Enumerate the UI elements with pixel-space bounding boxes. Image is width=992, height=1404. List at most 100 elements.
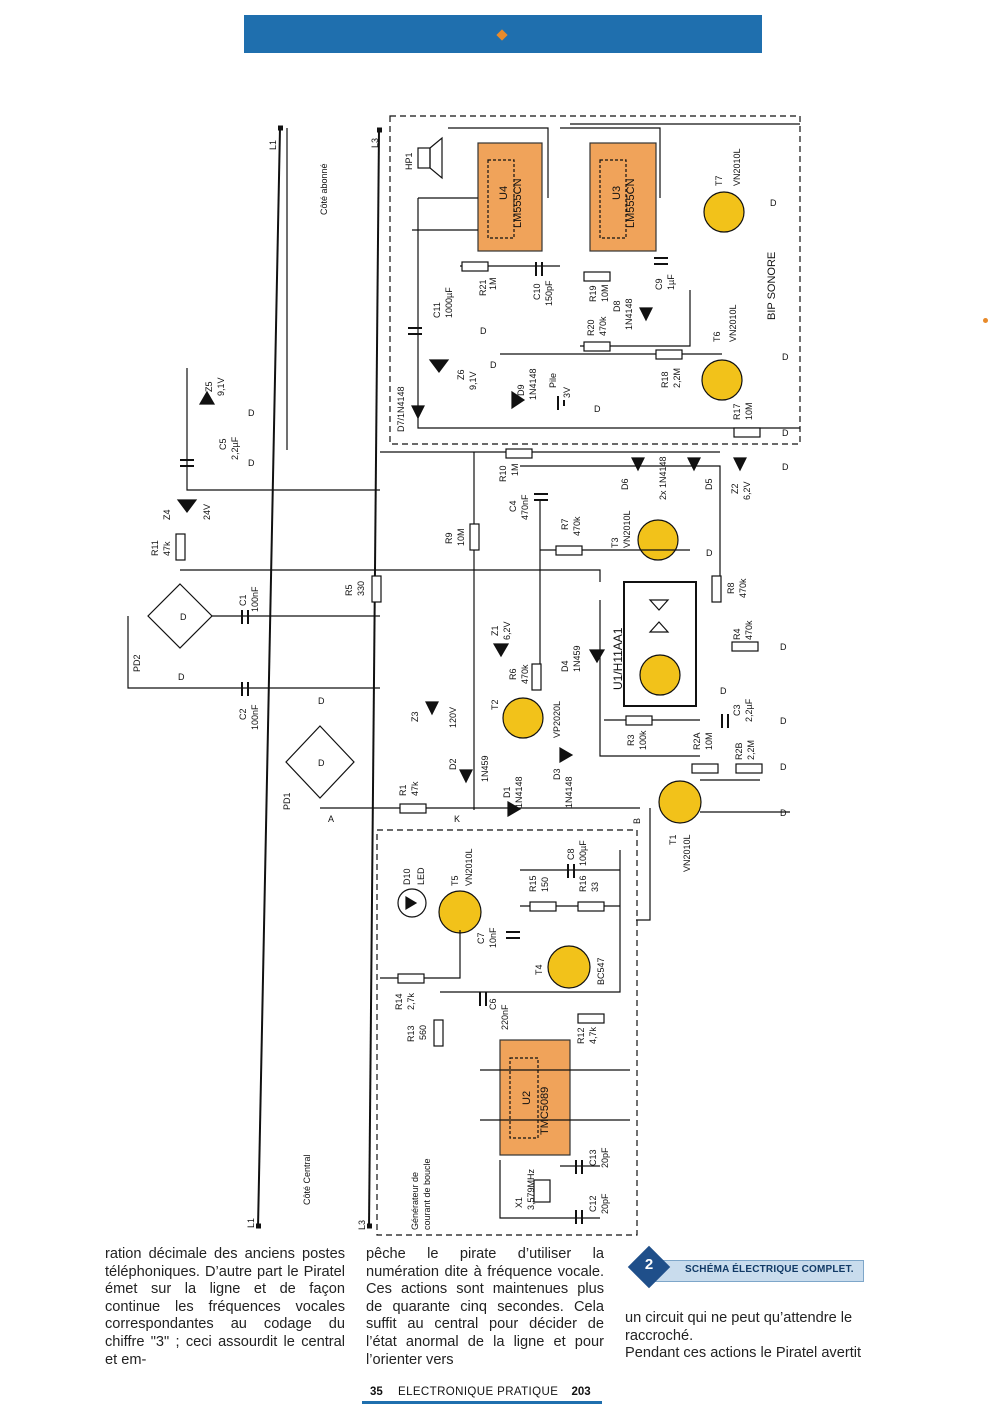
svg-text:R9: R9: [444, 532, 454, 544]
svg-text:1N4148: 1N4148: [624, 298, 634, 330]
svg-text:U2: U2: [521, 1091, 533, 1105]
side-label-central: Côté Central: [302, 1154, 312, 1205]
svg-text:33: 33: [590, 882, 600, 892]
svg-text:VN2010L: VN2010L: [732, 148, 742, 186]
transistor-t1: T1 VN2010L: [658, 780, 702, 872]
svg-text:D: D: [782, 428, 789, 438]
svg-text:R2B: R2B: [734, 742, 744, 760]
transistor-t2: T2 VP2020L: [490, 697, 562, 739]
article-column-3: un circuit qui ne peut qu’attendre le ra…: [625, 1310, 865, 1363]
svg-text:PD1: PD1: [282, 792, 292, 810]
svg-text:D2: D2: [448, 758, 458, 770]
svg-text:PD2: PD2: [132, 654, 142, 672]
svg-text:D1: D1: [502, 786, 512, 798]
svg-text:D: D: [318, 758, 325, 768]
svg-text:T2: T2: [490, 699, 500, 710]
transistor-t7: T7 VN2010L: [703, 148, 745, 233]
svg-text:R17: R17: [732, 403, 742, 420]
svg-text:D3: D3: [552, 768, 562, 780]
diodes: [176, 307, 747, 818]
svg-text:D: D: [780, 762, 787, 772]
article-text: un circuit qui ne peut qu’attendre le ra…: [625, 1310, 853, 1344]
svg-text:C10: C10: [532, 283, 542, 300]
resistors: [175, 261, 763, 1047]
svg-text:9,1V: 9,1V: [216, 377, 226, 396]
generator-label-2: courant de boucle: [422, 1158, 432, 1230]
svg-text:LM555CN: LM555CN: [512, 178, 524, 228]
side-label-subscriber: Côté abonné: [319, 163, 329, 215]
transistor-t5: T5 VN2010L: [438, 848, 482, 934]
svg-text:C13: C13: [588, 1149, 598, 1166]
svg-text:120V: 120V: [448, 707, 458, 728]
svg-text:T7: T7: [714, 175, 724, 186]
svg-text:6,2V: 6,2V: [502, 621, 512, 640]
line-l1-bottom: L1: [246, 1218, 256, 1228]
svg-text:R2A: R2A: [692, 732, 702, 750]
figure-number: 2: [644, 1256, 654, 1273]
svg-text:10nF: 10nF: [488, 927, 498, 948]
svg-text:1N459: 1N459: [572, 645, 582, 672]
svg-text:R20: R20: [586, 319, 596, 336]
svg-text:330: 330: [356, 581, 366, 596]
svg-text:4,7k: 4,7k: [588, 1026, 598, 1044]
led-d10: D10 LED: [397, 867, 427, 918]
svg-text:150pF: 150pF: [544, 280, 554, 306]
svg-text:560: 560: [418, 1025, 428, 1040]
svg-text:Z5: Z5: [204, 381, 214, 392]
svg-text:D: D: [180, 612, 187, 622]
svg-text:D: D: [594, 404, 601, 414]
svg-text:1N4148: 1N4148: [528, 368, 538, 400]
line-l3-bottom: L3: [357, 1220, 367, 1230]
transistor-t4: T4 BC547: [534, 945, 606, 989]
footer-rule: [362, 1401, 602, 1404]
svg-text:VN2010L: VN2010L: [464, 848, 474, 886]
wiring: [127, 123, 800, 1219]
svg-text:D8: D8: [612, 300, 622, 312]
svg-text:R8: R8: [726, 582, 736, 594]
svg-text:BC547: BC547: [596, 957, 606, 985]
svg-text:1000µF: 1000µF: [444, 287, 454, 318]
svg-text:T6: T6: [712, 331, 722, 342]
svg-text:470k: 470k: [744, 620, 754, 640]
transistor-t6: T6 VN2010L: [701, 304, 743, 401]
svg-text:R18: R18: [660, 371, 670, 388]
svg-text:150: 150: [540, 877, 550, 892]
svg-text:470k: 470k: [738, 578, 748, 598]
svg-text:D: D: [248, 408, 255, 418]
svg-text:C12: C12: [588, 1195, 598, 1212]
svg-text:TMC5089: TMC5089: [539, 1087, 551, 1135]
svg-text:10M: 10M: [600, 284, 610, 302]
svg-text:Z1: Z1: [490, 625, 500, 636]
bridge-pd1: D PD1: [282, 725, 355, 810]
line-l3-top: L3: [370, 138, 380, 148]
svg-text:D6: D6: [620, 478, 630, 490]
svg-text:100k: 100k: [638, 730, 648, 750]
svg-text:20pF: 20pF: [600, 1147, 610, 1168]
svg-text:1N459: 1N459: [480, 755, 490, 782]
svg-text:220nF: 220nF: [500, 1004, 510, 1030]
svg-text:D: D: [480, 326, 487, 336]
svg-text:U3: U3: [611, 186, 623, 200]
svg-text:D5: D5: [704, 478, 714, 490]
ic-u2: U2 TMC5089: [499, 1039, 571, 1156]
magazine-name: ELECTRONIQUE PRATIQUE: [398, 1386, 559, 1398]
svg-text:1M: 1M: [510, 463, 520, 476]
svg-text:X1: X1: [514, 1197, 524, 1208]
svg-text:R16: R16: [578, 875, 588, 892]
figure-caption-box: SCHÉMA ÉLECTRIQUE COMPLET.: [654, 1260, 864, 1282]
svg-text:1M: 1M: [488, 277, 498, 290]
svg-text:C8: C8: [566, 848, 576, 860]
figure-caption: SCHÉMA ÉLECTRIQUE COMPLET.: [685, 1264, 854, 1275]
svg-text:6,2V: 6,2V: [742, 481, 752, 500]
svg-text:C5: C5: [218, 438, 228, 450]
article-text: pêche le pirate d’utiliser la numération…: [366, 1246, 604, 1368]
svg-text:A: A: [328, 814, 334, 824]
svg-text:10M: 10M: [704, 732, 714, 750]
svg-text:3,579MHz: 3,579MHz: [526, 1168, 536, 1210]
svg-text:T3: T3: [610, 537, 620, 548]
svg-text:D: D: [248, 458, 255, 468]
figure-badge: SCHÉMA ÉLECTRIQUE COMPLET. 2: [627, 1245, 866, 1294]
article-text: ration décimale des anciens postes télép…: [105, 1246, 345, 1368]
ic-u3: U3 LM555CN: [589, 142, 657, 252]
battery-pile: [557, 396, 565, 410]
